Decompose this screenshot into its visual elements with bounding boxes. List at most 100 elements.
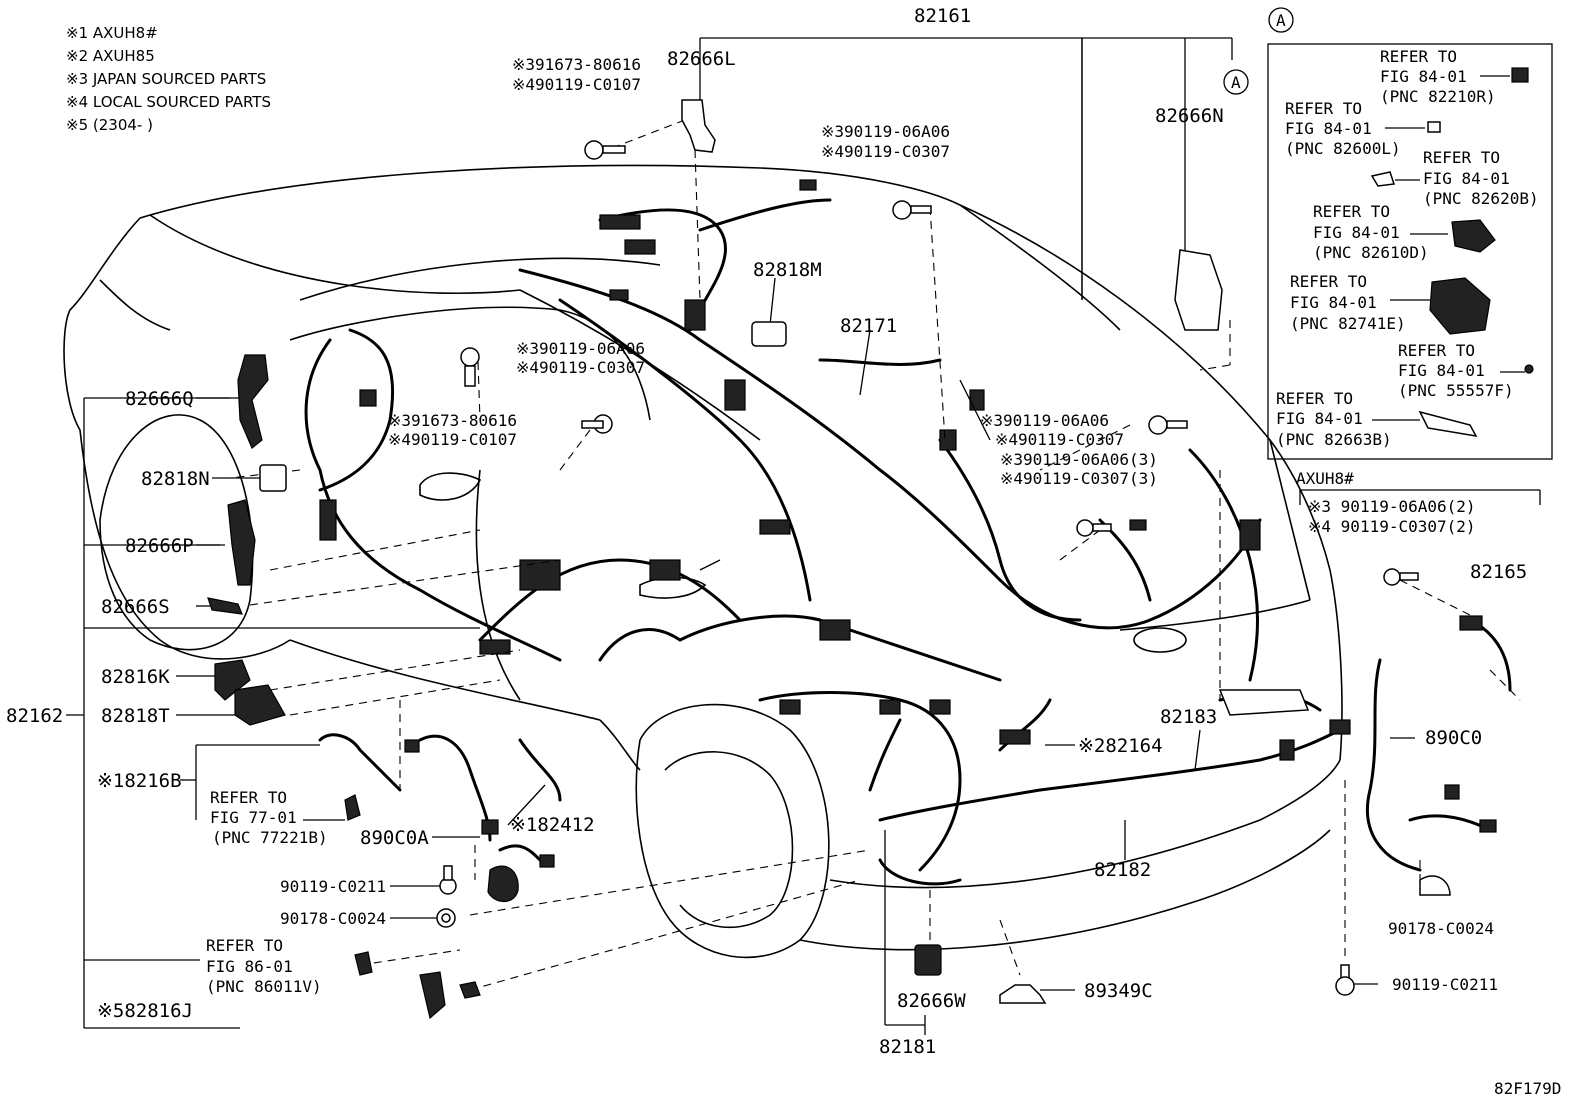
car-body-outline bbox=[63, 164, 1343, 959]
bolt-icon bbox=[439, 865, 457, 895]
bracket-82666p bbox=[227, 499, 256, 586]
figure-code: 82F179D bbox=[1494, 1079, 1561, 1098]
label-82816j: ※582816J bbox=[97, 1000, 193, 1022]
wire-harness bbox=[304, 179, 1512, 886]
label-89349c: 89349C bbox=[1084, 980, 1153, 1002]
bracket-82818t bbox=[234, 684, 286, 726]
note-2: ※2 AXUH85 bbox=[66, 47, 155, 65]
nut-icon bbox=[436, 908, 456, 928]
inset-ref-55557f: REFER TO FIG 84-01 (PNC 55557F) bbox=[1398, 341, 1534, 400]
note-1: ※1 AXUH8# bbox=[66, 24, 158, 42]
inset-title: A bbox=[1276, 11, 1286, 30]
svg-text:REFER TO: REFER TO bbox=[1313, 202, 1390, 221]
bracket-89349c bbox=[999, 984, 1047, 1004]
svg-text:REFER TO: REFER TO bbox=[1290, 272, 1367, 291]
inset-ref-82600l: REFER TO FIG 84-01 (PNC 82600L) bbox=[1285, 99, 1441, 158]
inset-a: A REFER TO FIG 84-01 (PNC 82210R) REFER … bbox=[1267, 7, 1553, 460]
bolt-icon bbox=[892, 200, 932, 220]
note-5: ※5 (2304- ) bbox=[66, 116, 153, 134]
bolt-icon bbox=[1335, 964, 1355, 996]
callout-circle-a bbox=[1223, 69, 1249, 95]
clip-icon bbox=[1511, 67, 1529, 83]
svg-text:REFER TO: REFER TO bbox=[1423, 148, 1500, 167]
label-91673-80616-top: ※391673-80616 bbox=[512, 55, 641, 74]
note-3: ※3 JAPAN SOURCED PARTS bbox=[66, 70, 266, 88]
label-90119-c0307-r1: ※490119-C0307 bbox=[995, 430, 1124, 449]
clip-77221b bbox=[344, 794, 361, 821]
inset-circle-a bbox=[1268, 7, 1294, 33]
label-82182: 82182 bbox=[1094, 859, 1151, 881]
svg-text:(PNC 82663B): (PNC 82663B) bbox=[1276, 430, 1392, 449]
bracket-82666q bbox=[237, 354, 269, 449]
part-labels: 82161 82666L 82666N ※391673-80616 ※49011… bbox=[6, 5, 1561, 1098]
svg-text:(PNC 82210R): (PNC 82210R) bbox=[1380, 87, 1496, 106]
bracket-icon bbox=[1451, 219, 1496, 253]
label-82666n: 82666N bbox=[1155, 105, 1224, 127]
label-90178-c0024-right: 90178-C0024 bbox=[1388, 919, 1494, 938]
notes-legend: ※1 AXUH8# ※2 AXUH85 ※3 JAPAN SOURCED PAR… bbox=[66, 24, 271, 134]
parts bbox=[207, 99, 1483, 1020]
label-axuh8: AXUH8# bbox=[1296, 469, 1354, 488]
bracket-icon bbox=[1418, 410, 1478, 437]
label-90119-06a06-ax: ※3 90119-06A06(2) bbox=[1308, 497, 1476, 516]
label-8216b: ※18216B bbox=[97, 770, 182, 792]
label-90119-c0307-top: ※490119-C0307 bbox=[821, 142, 950, 161]
svg-text:(PNC 55557F): (PNC 55557F) bbox=[1398, 381, 1514, 400]
label-82171: 82171 bbox=[840, 315, 897, 337]
refer86-line2: FIG 86-01 bbox=[206, 957, 293, 976]
label-90119-c0107-top: ※490119-C0107 bbox=[512, 75, 641, 94]
bolt-icon bbox=[1076, 519, 1112, 537]
label-90119-06a06-r2: ※390119-06A06(3) bbox=[1000, 450, 1158, 469]
label-890c0a: 890C0A bbox=[360, 827, 429, 849]
svg-text:REFER TO: REFER TO bbox=[1380, 47, 1457, 66]
refer77-line1: REFER TO bbox=[210, 788, 287, 807]
label-82165: 82165 bbox=[1470, 561, 1527, 583]
clip-82666s bbox=[207, 597, 243, 615]
clip-icon bbox=[1427, 121, 1441, 133]
bracket-82666n bbox=[1174, 249, 1223, 331]
svg-text:FIG 84-01: FIG 84-01 bbox=[1290, 293, 1377, 312]
label-90119-06a06-mid: ※390119-06A06 bbox=[516, 339, 645, 358]
clip-icon bbox=[1419, 875, 1451, 896]
refer86-line3: (PNC 86011V) bbox=[206, 977, 322, 996]
label-82666w: 82666W bbox=[897, 990, 966, 1012]
refer77-line2: FIG 77-01 bbox=[210, 808, 297, 827]
svg-text:REFER TO: REFER TO bbox=[1398, 341, 1475, 360]
label-90178-c0024-left: 90178-C0024 bbox=[280, 909, 386, 928]
label-182412: ※182412 bbox=[510, 814, 595, 836]
label-890c0: 890C0 bbox=[1425, 727, 1482, 749]
label-82816k: 82816K bbox=[101, 666, 170, 688]
bolt-icon bbox=[581, 414, 613, 434]
bracket-82183 bbox=[1218, 689, 1310, 716]
inset-ref-82610d: REFER TO FIG 84-01 (PNC 82610D) bbox=[1313, 202, 1496, 262]
refer86-line1: REFER TO bbox=[206, 936, 283, 955]
bolt-icon bbox=[584, 140, 626, 160]
label-90119-c0307-r2: ※490119-C0307(3) bbox=[1000, 469, 1158, 488]
clip-icon bbox=[1370, 171, 1396, 187]
clip-86011v bbox=[354, 951, 373, 976]
label-90119-c0307-ax: ※4 90119-C0307(2) bbox=[1308, 517, 1476, 536]
clip-icon bbox=[1524, 364, 1534, 374]
relay-82818m bbox=[751, 321, 787, 347]
inset-ref-82741e: REFER TO FIG 84-01 (PNC 82741E) bbox=[1290, 272, 1491, 335]
label-90119-c0307-mid: ※490119-C0307 bbox=[516, 358, 645, 377]
label-82666l: 82666L bbox=[667, 48, 736, 70]
bracket-icon bbox=[1429, 277, 1491, 335]
connector-82165 bbox=[1459, 615, 1483, 631]
label-82818n: 82818N bbox=[141, 468, 210, 490]
inset-ref-82210r: REFER TO FIG 84-01 (PNC 82210R) bbox=[1380, 47, 1529, 106]
inset-ref-82663b: REFER TO FIG 84-01 (PNC 82663B) bbox=[1276, 389, 1478, 449]
label-82818m: 82818M bbox=[753, 259, 822, 281]
bolt-icon bbox=[460, 347, 480, 387]
label-90119-06a06-top: ※390119-06A06 bbox=[821, 122, 950, 141]
label-82666p: 82666P bbox=[125, 535, 194, 557]
inset-ref-82620b: REFER TO FIG 84-01 (PNC 82620B) bbox=[1370, 148, 1539, 208]
svg-text:FIG 84-01: FIG 84-01 bbox=[1285, 119, 1372, 138]
label-82162: 82162 bbox=[6, 705, 63, 727]
label-90119-c0107-mid: ※490119-C0107 bbox=[388, 430, 517, 449]
label-90119-c0211-right: 90119-C0211 bbox=[1392, 975, 1498, 994]
label-82181: 82181 bbox=[879, 1036, 936, 1058]
svg-text:(PNC 82741E): (PNC 82741E) bbox=[1290, 314, 1406, 333]
svg-text:(PNC 82620B): (PNC 82620B) bbox=[1423, 189, 1539, 208]
label-82666s: 82666S bbox=[101, 596, 170, 618]
